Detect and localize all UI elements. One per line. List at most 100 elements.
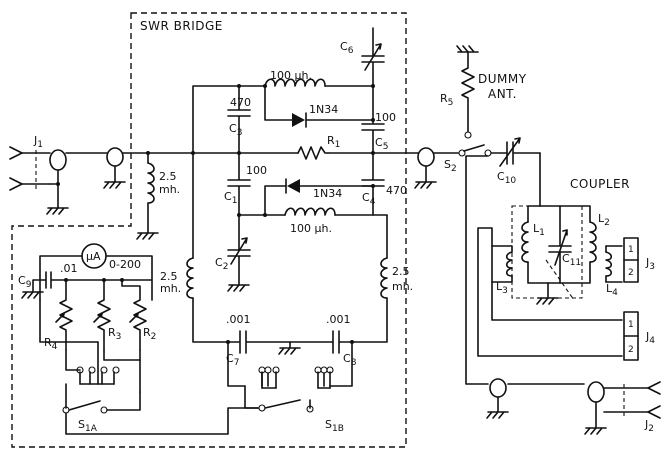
label-c10: C10 [497,170,516,186]
variable-capacitor-c11: C11 [539,205,581,284]
switch-s2[interactable]: S2 [444,144,492,174]
choke-c-value: 2.5 [392,265,410,278]
microammeter: μA 0-200 [39,243,153,301]
c3-value: 470 [230,96,251,109]
switch-s1b[interactable]: S1B [226,340,354,434]
label-r2: R2 [143,326,156,342]
gang-link [545,259,575,301]
label-l1: L1 [533,222,545,238]
swr-bridge-enclosure [11,12,407,448]
inductor-bottom-value: 100 μh. [290,222,332,235]
bypass-line [465,155,585,385]
coax-connector-bottom-left [486,378,509,419]
coil-l4: L4 [605,245,623,298]
capacitor-c8: .001 C8 [289,313,357,368]
output-connector [414,147,459,189]
label-r1: R1 [327,134,340,150]
capacitor-c7: .001 C7 [226,313,291,368]
capacitor-c9: .01 C9 [18,262,153,299]
label-j3: J3 [645,256,655,272]
label-c9: C9 [18,274,32,290]
swr-bridge-title: SWR BRIDGE [140,19,223,33]
label-s1a: S1A [78,418,98,434]
coupler-title: COUPLER [570,177,630,191]
c4-value: 470 [386,184,407,197]
label-c3: C3 [229,122,242,138]
terminal-j3: 1 2 J3 [623,237,655,283]
output-connector-j2: J2 [584,381,661,435]
label-c5: C5 [375,136,388,152]
c9-value: .01 [60,262,78,275]
diode-bottom-1n34: 1N34 [263,178,374,217]
diode-top-1n34: 1N34 [263,84,375,128]
choke-b-unit: mh. [160,282,181,295]
c8-value: .001 [326,313,351,326]
coil-l1: L1 [521,205,549,284]
resistor-r1: R1 [297,134,340,160]
label-s2: S2 [444,158,457,174]
variable-capacitor-c2: C2 [215,213,251,292]
variable-capacitor-c6: C6 [340,27,385,87]
label-l4: L4 [606,282,618,298]
label-l2: L2 [598,212,610,228]
label-r5: R5 [440,92,453,108]
c1-value: 100 [246,164,267,177]
switch-s1a[interactable]: S1A [39,299,259,435]
rf-choke-left: 2.5 mh. [136,151,180,240]
label-c8: C8 [343,352,357,368]
capacitor-c3: 470 C3 [227,84,251,154]
label-j2: J2 [644,418,654,434]
potentiometer-r3[interactable]: R3 [93,278,121,351]
label-r3: R3 [108,326,121,342]
c7-value: .001 [226,313,251,326]
input-connector-j1: J1 [9,134,69,215]
label-c1: C1 [224,190,237,206]
bridge-top-wire [192,85,266,154]
diode-bottom-label: 1N34 [313,187,342,200]
coupler-ground [536,282,559,305]
rf-choke-bridge-right: 2.5 mh. [351,214,413,343]
choke-c-unit: mh. [392,280,413,293]
c5-value: 100 [375,111,396,124]
potentiometer-r4[interactable]: R4 [44,278,73,352]
bypass-ground [278,341,301,355]
label-c2: C2 [215,256,228,272]
label-l3: L3 [496,280,508,296]
diode-top-label: 1N34 [309,103,338,116]
j3-pin2: 2 [628,268,634,278]
inductor-100uh-top: 100 μh. [264,69,374,87]
dummy-antenna-r5: R5 DUMMY ANT. [440,45,527,139]
label-j1: J1 [33,134,43,150]
label-c11: C11 [562,252,581,268]
potentiometer-r2[interactable]: R2 [120,278,156,351]
j4-pin2: 2 [628,345,634,355]
inductor-top-value: 100 μh. [270,69,312,82]
rf-choke-bridge-left: 2.5 mh. [160,152,229,343]
coil-l2: L2 [559,205,610,284]
label-j4: J4 [645,330,655,346]
meter-range: 0-200 [109,258,141,271]
variable-capacitor-c10: C10 [490,137,541,186]
capacitor-c5: 100 C5 [361,84,396,154]
choke-b-value: 2.5 [160,270,178,283]
coil-l3: L3 [491,245,513,296]
dummy-label: DUMMY [478,72,527,86]
label-s1b: S1B [325,418,344,434]
inductor-100uh-bottom: 100 μh. [238,207,388,235]
choke-left-value: 2.5 [159,170,177,183]
meter-symbol: μA [86,250,101,263]
capacitor-c4: 470 C4 [361,152,407,216]
line-connector-middle [103,147,126,189]
label-c4: C4 [362,191,376,207]
label-c6: C6 [340,40,354,56]
dummy-ant-label: ANT. [488,87,517,101]
terminal-j4: 1 2 J4 [623,311,655,361]
j4-pin1: 1 [628,320,634,330]
choke-left-unit: mh. [159,183,180,196]
label-r4: R4 [44,336,58,352]
j3-pin1: 1 [628,245,634,255]
capacitor-c1: 100 C1 [224,152,267,216]
l3-to-j4 [477,227,623,357]
